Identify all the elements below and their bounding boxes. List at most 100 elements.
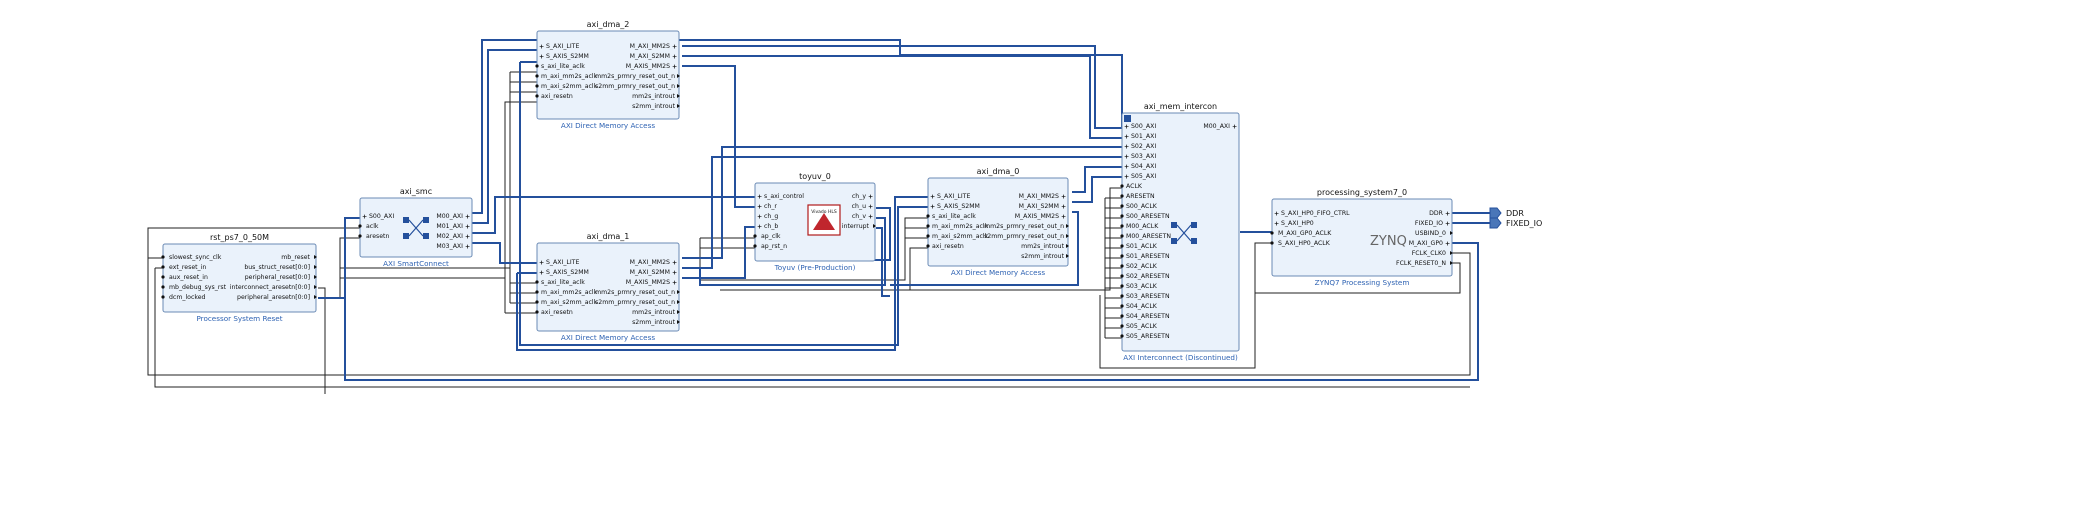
bus-plus-icon[interactable]: + <box>1061 203 1066 210</box>
bus-plus-icon[interactable]: + <box>1061 213 1066 220</box>
block-name: toyuv_0 <box>799 172 831 181</box>
s00-axi-bus[interactable] <box>344 217 360 298</box>
dma1-axis-bus[interactable] <box>682 226 755 279</box>
bus-plus-icon[interactable]: + <box>1124 153 1129 160</box>
s-axis-s2mm-bus-2[interactable] <box>519 61 928 346</box>
bus-plus-icon[interactable]: + <box>539 53 544 60</box>
pin-arrow-icon <box>677 310 680 314</box>
bus-plus-icon[interactable]: + <box>757 203 762 210</box>
bus-plus-icon[interactable]: + <box>1124 173 1129 180</box>
ch-u-bus[interactable] <box>682 217 886 286</box>
collapse-icon[interactable] <box>1124 115 1131 122</box>
bus-plus-icon[interactable]: + <box>868 203 873 210</box>
bus-plus-icon[interactable]: + <box>465 213 470 220</box>
pin-label: S01_AXI <box>1131 133 1156 140</box>
bus-plus-icon[interactable]: + <box>362 213 367 220</box>
dma1-mm2s-bus[interactable] <box>682 146 1122 259</box>
pin-label: M_AXI_GP0 <box>1409 240 1443 247</box>
bus-plus-icon[interactable]: + <box>757 223 762 230</box>
bus-plus-icon[interactable]: + <box>868 193 873 200</box>
bus-plus-icon[interactable]: + <box>1445 210 1450 217</box>
bus-plus-icon[interactable]: + <box>539 269 544 276</box>
ddr-fixedio-bus[interactable] <box>1450 212 1490 224</box>
bus-plus-icon[interactable]: + <box>672 53 677 60</box>
pin-label: S03_ACLK <box>1126 283 1158 290</box>
gp0-aclk-net[interactable] <box>1099 242 1275 369</box>
pin-dot-icon <box>161 255 165 259</box>
smc-m00-bus[interactable] <box>470 39 1123 214</box>
fixed-io-port-label: FIXED_IO <box>1506 219 1542 228</box>
pin-label: s_axi_lite_aclk <box>541 63 585 70</box>
bus-plus-icon[interactable]: + <box>672 259 677 266</box>
ddr-port[interactable]: DDR <box>1489 207 1524 219</box>
bus-plus-icon[interactable]: + <box>1124 123 1129 130</box>
dma2-mm2s-bus[interactable] <box>682 45 1122 129</box>
pin-label: aux_reset_in <box>169 274 208 281</box>
bus-plus-icon[interactable]: + <box>1274 220 1279 227</box>
resetn-net-right[interactable] <box>909 247 928 290</box>
bus-plus-icon[interactable]: + <box>1274 210 1279 217</box>
aclk-net-dma[interactable] <box>509 71 537 304</box>
bus-plus-icon[interactable]: + <box>1061 193 1066 200</box>
bus-plus-icon[interactable]: + <box>1124 143 1129 150</box>
fixed-io-port[interactable]: FIXED_IO <box>1489 217 1542 229</box>
pin-label: s_axi_lite_aclk <box>932 213 976 220</box>
pin-label: M_AXI_MM2S <box>630 259 670 266</box>
interconnect-aresetn-net[interactable] <box>318 287 326 394</box>
bus-plus-icon[interactable]: + <box>1445 220 1450 227</box>
bus-plus-icon[interactable]: + <box>1445 240 1450 247</box>
pin-label: M_AXIS_MM2S <box>626 279 670 286</box>
bus-plus-icon[interactable]: + <box>672 279 677 286</box>
smc-m03-bus[interactable] <box>470 242 537 264</box>
bus-plus-icon[interactable]: + <box>465 223 470 230</box>
s-axis-s2mm-bus-1[interactable] <box>516 196 928 351</box>
bus-plus-icon[interactable]: + <box>868 213 873 220</box>
bus-plus-icon[interactable]: + <box>672 43 677 50</box>
bus-plus-icon[interactable]: + <box>757 193 762 200</box>
bus-plus-icon[interactable]: + <box>757 213 762 220</box>
dma0-axis-bus[interactable] <box>890 211 1079 286</box>
bus-plus-icon[interactable]: + <box>672 269 677 276</box>
bus-plus-icon[interactable]: + <box>539 259 544 266</box>
dma2-axis-bus[interactable] <box>682 65 755 208</box>
bus-plus-icon[interactable]: + <box>1232 123 1237 130</box>
pin-label: ext_reset_in <box>169 264 206 271</box>
ch-v-bus[interactable] <box>876 227 890 297</box>
pin-label: m_axi_s2mm_aclk <box>932 233 989 240</box>
block-subtitle: Toyuv (Pre-Production) <box>774 263 856 272</box>
reset-net[interactable] <box>1255 262 1461 294</box>
aclk-net-right[interactable] <box>699 217 928 281</box>
dma2-s2mm-bus[interactable] <box>682 55 1122 139</box>
bus-plus-icon[interactable]: + <box>465 243 470 250</box>
smc-m01-bus[interactable] <box>470 49 537 224</box>
dma0-s2mm-bus[interactable] <box>1072 176 1122 203</box>
bus-plus-icon[interactable]: + <box>1124 133 1129 140</box>
pin-label: mm2s_introut <box>632 309 675 316</box>
aclk-net-intercon[interactable] <box>720 187 1122 291</box>
bus-plus-icon[interactable]: + <box>1124 163 1129 170</box>
intercon-clock-bus[interactable] <box>1104 197 1122 339</box>
smc-m02-bus[interactable] <box>470 196 755 234</box>
pin-dot-icon <box>358 224 362 228</box>
dma0-mm2s-bus[interactable] <box>1072 166 1122 193</box>
bus-plus-icon[interactable]: + <box>465 233 470 240</box>
pin-arrow-icon <box>1066 234 1069 238</box>
clock-net[interactable] <box>147 227 1471 376</box>
block-body[interactable] <box>927 177 1069 267</box>
m-axi-gp0-bus[interactable] <box>318 242 1479 381</box>
bus-plus-icon[interactable]: + <box>672 63 677 70</box>
block-body[interactable] <box>1271 198 1453 277</box>
bus-plus-icon[interactable]: + <box>930 203 935 210</box>
block-body[interactable] <box>536 242 680 332</box>
bus-plus-icon[interactable]: + <box>539 43 544 50</box>
bus-plus-icon[interactable]: + <box>930 193 935 200</box>
block-body[interactable] <box>1121 112 1240 352</box>
